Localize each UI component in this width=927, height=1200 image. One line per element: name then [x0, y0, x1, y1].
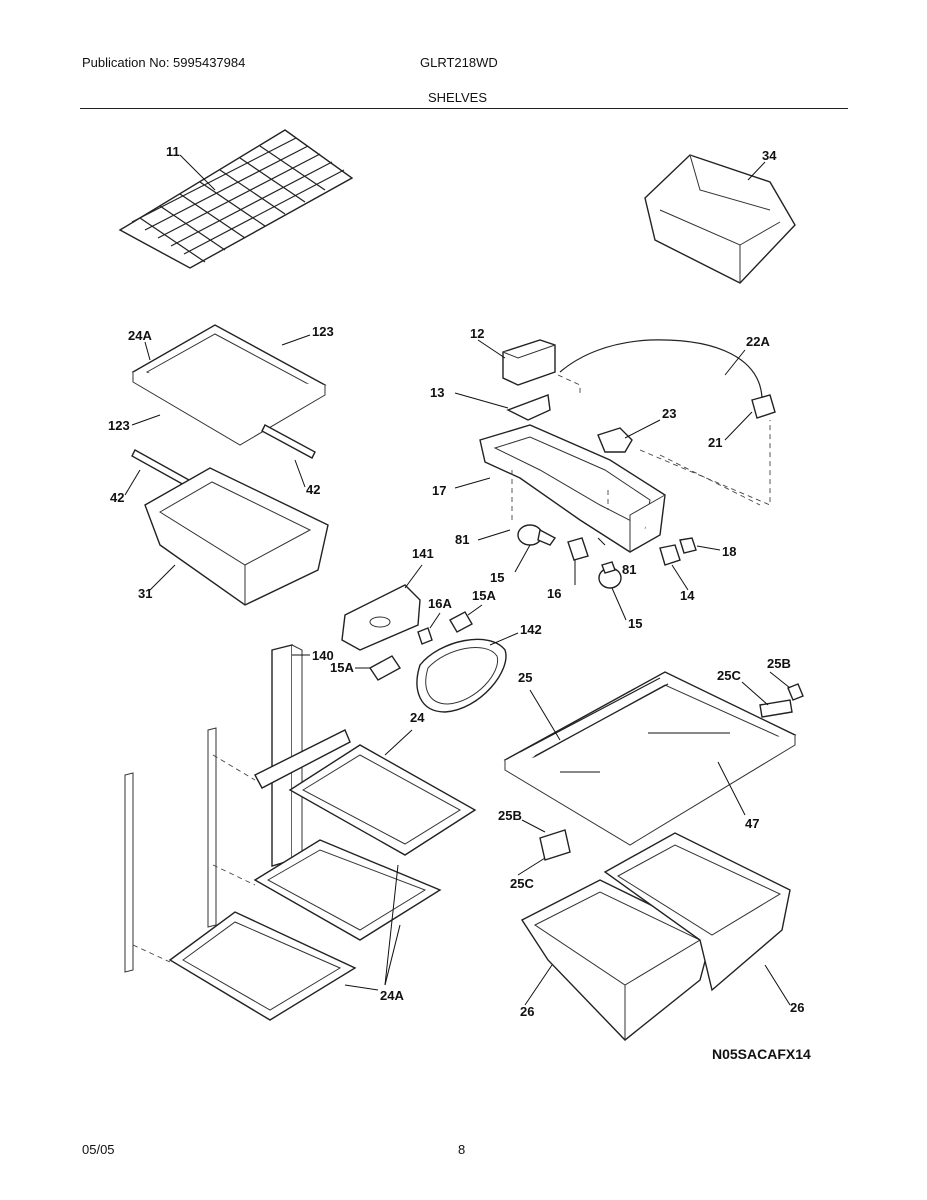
label-142: 142 [520, 622, 542, 637]
label-25B-left: 25B [498, 808, 522, 823]
label-81-left: 81 [455, 532, 469, 547]
label-23: 23 [662, 406, 676, 421]
light-bulbs [517, 524, 622, 589]
model-number: GLRT218WD [420, 55, 498, 70]
cover-brackets [539, 683, 804, 861]
label-25C-right: 25C [717, 668, 741, 683]
label-17: 17 [432, 483, 446, 498]
label-12: 12 [470, 326, 484, 341]
label-16: 16 [547, 586, 561, 601]
label-42-right: 42 [306, 482, 320, 497]
lens-cover [416, 638, 507, 713]
publication-number: Publication No: 5995437984 [82, 55, 246, 70]
glass-shelf-lower [253, 839, 442, 941]
control-housing [479, 424, 666, 553]
thermostat-control [597, 427, 633, 453]
label-25: 25 [518, 670, 532, 685]
label-13: 13 [430, 385, 444, 400]
label-18: 18 [722, 544, 736, 559]
diagram-code: N05SACAFX14 [712, 1046, 811, 1062]
label-21: 21 [708, 435, 722, 450]
label-31: 31 [138, 586, 152, 601]
glass-shelf-bottom [168, 911, 357, 1021]
small-bulbs [368, 611, 473, 681]
label-15A-right: 15A [472, 588, 496, 603]
crisper-cover [503, 671, 797, 846]
label-34: 34 [762, 148, 777, 163]
label-11: 11 [166, 144, 180, 159]
damper-piece [506, 394, 551, 421]
door-bin-small [644, 154, 796, 284]
label-24A-bottom: 24A [380, 988, 404, 1003]
label-22A: 22A [746, 334, 770, 349]
label-141: 141 [412, 546, 434, 561]
label-15A-left: 15A [330, 660, 354, 675]
label-140: 140 [312, 648, 334, 663]
label-47: 47 [745, 816, 759, 831]
label-81-right: 81 [622, 562, 636, 577]
label-15-left: 15 [490, 570, 504, 585]
label-25C-left: 25C [510, 876, 534, 891]
label-26-left: 26 [520, 1004, 534, 1019]
label-123-top: 123 [312, 324, 334, 339]
label-26-right: 26 [790, 1000, 804, 1015]
crisper-drawer-pair [520, 832, 791, 1041]
glass-shelf-top [131, 324, 327, 446]
crisper-drawer-left [144, 467, 329, 606]
header-divider [80, 108, 848, 109]
light-shield [341, 584, 421, 651]
label-123-mid: 123 [108, 418, 130, 433]
air-diffuser-cover [502, 339, 556, 386]
label-16A: 16A [428, 596, 452, 611]
footer-date: 05/05 [82, 1142, 115, 1157]
socket-right [659, 537, 697, 566]
label-25B-right: 25B [767, 656, 791, 671]
label-15-right: 15 [628, 616, 642, 631]
wire-shelf [118, 129, 354, 269]
label-14: 14 [680, 588, 695, 603]
label-42-left: 42 [110, 490, 124, 505]
section-title: SHELVES [428, 90, 488, 105]
light-switch [751, 394, 776, 419]
page-number: 8 [458, 1142, 466, 1157]
label-24: 24 [410, 710, 425, 725]
shelf-ladder [124, 644, 303, 973]
label-24A-top: 24A [128, 328, 152, 343]
glass-shelf-middle [254, 729, 477, 856]
